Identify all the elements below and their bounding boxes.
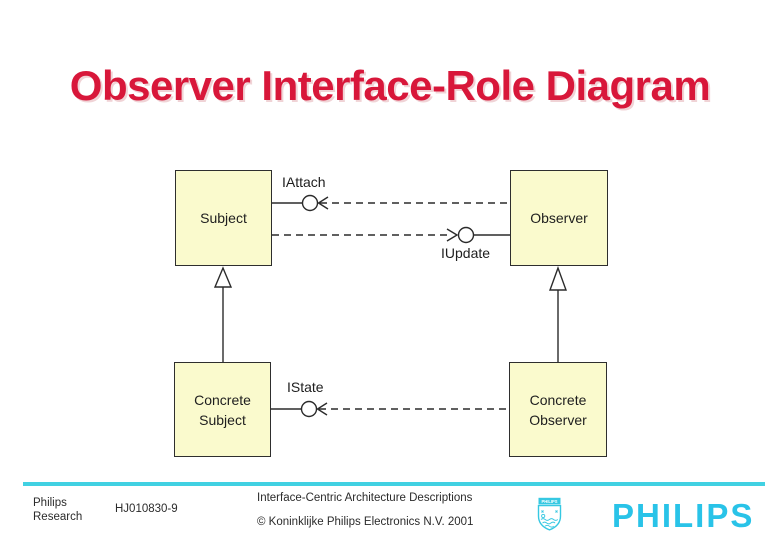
class-box-label: Observer: [530, 208, 588, 228]
istate-lollipop-icon: [300, 400, 318, 418]
footer-doc-id: HJ010830-9: [115, 503, 178, 515]
generalization-triangle-icon: [549, 265, 567, 291]
slide-title: Observer Interface-Role Diagram: [69, 62, 711, 109]
iupdate-arrowhead-icon: [446, 228, 459, 242]
iattach-connector: [272, 194, 510, 212]
philips-shield-icon: PHILIPS: [537, 497, 562, 531]
iupdate-lollipop-icon: [457, 226, 475, 244]
interface-label-iupdate: IUpdate: [441, 245, 491, 261]
class-box-label: Concrete Subject: [194, 390, 251, 430]
class-box-label-line: Subject: [199, 411, 246, 428]
footer-divider-rule: [23, 482, 765, 486]
shield-micro-text: PHILIPS: [542, 499, 558, 504]
istate-connector: [271, 400, 509, 418]
generalization-right: [549, 265, 567, 362]
class-box-concrete-observer: Concrete Observer: [509, 362, 607, 457]
class-box-concrete-subject: Concrete Subject: [174, 362, 271, 457]
istate-arrowhead-icon: [316, 402, 328, 416]
interface-label-iattach: IAttach: [282, 174, 326, 190]
footer-org-block: Philips Research: [33, 496, 82, 524]
class-box-label-line: Concrete: [529, 391, 587, 408]
class-box-label-line: Concrete: [194, 391, 251, 408]
class-box-label-line: Observer: [530, 210, 588, 226]
generalization-triangle-icon: [213, 266, 233, 288]
class-box-observer: Observer: [510, 170, 608, 266]
class-box-label-line: Subject: [200, 210, 247, 226]
footer-org-line1: Philips: [33, 497, 67, 509]
class-box-subject: Subject: [175, 170, 272, 266]
interface-label-istate: IState: [287, 379, 324, 395]
philips-wordmark: PHILIPS: [612, 497, 755, 534]
footer-org-line2: Research: [33, 511, 83, 523]
generalization-left: [213, 266, 233, 362]
iattach-arrowhead-icon: [317, 196, 329, 210]
footer-copyright: © Koninklijke Philips Electronics N.V. 2…: [257, 516, 474, 528]
footer-deck-title: Interface-Centric Architecture Descripti…: [257, 492, 473, 504]
iattach-lollipop-icon: [301, 194, 319, 212]
class-box-label: Concrete Observer: [529, 390, 587, 430]
class-box-label-line: Observer: [529, 411, 587, 428]
class-box-label: Subject: [200, 208, 247, 228]
iupdate-connector: [272, 226, 510, 244]
